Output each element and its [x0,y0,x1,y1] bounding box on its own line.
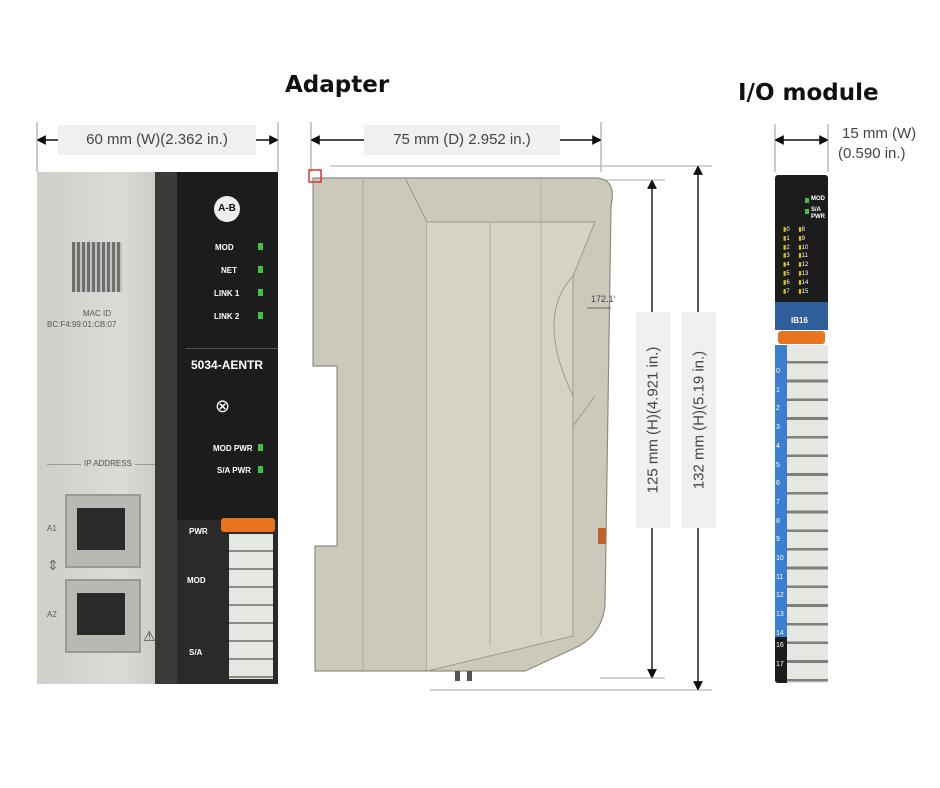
io-mod-label: MOD [811,196,825,202]
io-width-label-2: (0.590 in.) [838,145,906,162]
orange-latch[interactable] [221,518,275,532]
led-link2 [258,312,263,319]
adapter-side-view: 172.1° [308,169,615,681]
led-mod-pwr [258,444,263,451]
led-sa-pwr [258,466,263,473]
adapter-terminal-block [229,534,273,679]
adapter-title: Adapter [285,72,390,98]
pwr-label: PWR [189,527,208,536]
io-model-label: IB16 [791,316,808,325]
model-label: 5034-AENTR [191,358,264,372]
allen-bradley-logo: A-B [214,196,240,222]
led-link1-label: LINK 1 [214,289,240,298]
height-132-label: 132 mm (H)(5.19 in.) [682,312,716,528]
io-sa-pwr-label: S/A PWR [811,207,825,220]
io-terminal-block [787,345,828,683]
led-mod-label: MOD [215,243,234,252]
network-icon: ⊗ [215,396,231,416]
port-a1-label: A1 [47,524,57,533]
sa-label: S/A [189,648,203,657]
led-net-label: NET [221,266,237,275]
adapter-depth-label: 75 mm (D) 2.952 in.) [364,125,560,155]
port-a2-label: A2 [47,610,57,619]
io-module-title: I/O module [738,80,879,106]
adapter-width-label: 60 mm (W)(2.362 in.) [58,125,256,155]
mod-label: MOD [187,576,206,585]
ip-address-label: IP ADDRESS [81,459,135,468]
qr-code-icon [72,242,122,292]
io-module-view: MOD S/A PWR ▮0▮8 ▮1▮9 ▮2▮10 ▮3▮11 ▮4▮12 … [775,175,828,683]
ethernet-port-a2[interactable] [65,579,141,653]
io-terminal-17: 17 [776,660,784,668]
adapter-front-view: MAC ID BC:F4:99:01:CB:07 IP ADDRESS A1 A… [37,172,278,684]
io-channel-leds: ▮0▮8 ▮1▮9 ▮2▮10 ▮3▮11 ▮4▮12 ▮5▮13 ▮6▮14 … [783,227,809,295]
io-led-mod [805,198,809,203]
warning-icon: ⚠ [143,628,156,644]
mac-label: MAC ID [83,309,111,318]
led-net [258,266,263,273]
height-125-label: 125 mm (H)(4.921 in.) [636,312,670,528]
io-led-sa-pwr [805,209,809,214]
angle-label: 172.1° [591,294,615,304]
mac-value: BC:F4:99:01:CB:07 [47,320,117,329]
sa-pwr-label: S/A PWR [217,466,251,475]
adapter-dark-panel [177,172,278,520]
led-link2-label: LINK 2 [214,312,240,321]
link-arrow-icon: ⇕ [47,557,59,573]
io-width-label-1: 15 mm (W) [842,125,917,142]
io-terminal-16: 16 [776,642,784,649]
led-mod [258,243,263,250]
mod-pwr-label: MOD PWR [213,444,253,453]
io-orange-latch[interactable] [778,331,825,344]
led-link1 [258,289,263,296]
ethernet-port-a1[interactable] [65,494,141,568]
